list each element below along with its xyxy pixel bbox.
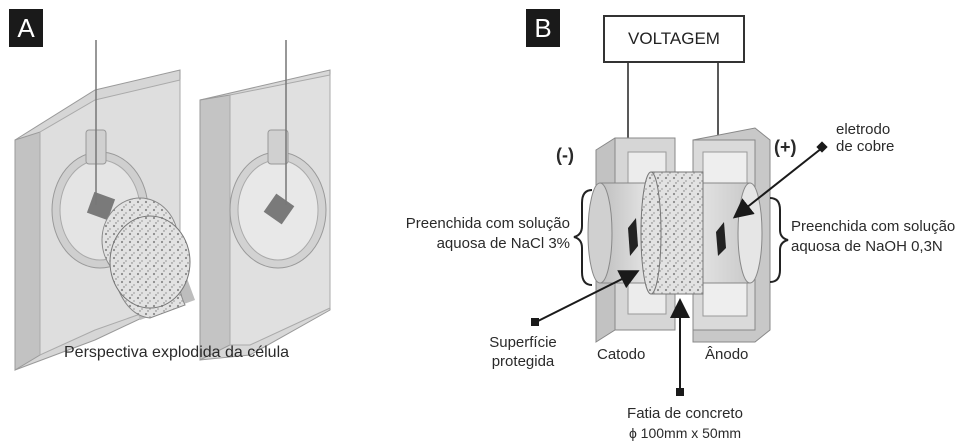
right-fill-label-2: aquosa de NaOH 0,3N (791, 238, 943, 255)
anode-label: Ânodo (705, 346, 749, 363)
electrode-label-1: eletrodo (836, 121, 891, 138)
cathode-label: Catodo (597, 346, 646, 363)
panel-tag-a: A (9, 9, 43, 47)
electrode-pointer-dot (816, 141, 828, 153)
slice-pointer-dot (676, 388, 684, 396)
surface-label-1: Superfície (489, 334, 557, 351)
panel-a-caption: Perspectiva explodida da célula (64, 344, 290, 361)
right-fill-label-1: Preenchida com solução (791, 218, 956, 235)
voltage-box: VOLTAGEM (603, 15, 745, 63)
surface-pointer (535, 270, 640, 323)
anode-electrode (716, 222, 726, 256)
brace-right (769, 197, 789, 283)
minus-sign: (-) (556, 145, 574, 165)
slice-label-2: ϕ 100mm x 50mm (628, 425, 742, 441)
brace-left (573, 189, 593, 286)
concrete-slice-b (587, 171, 763, 295)
surface-pointer-dot (531, 318, 539, 326)
surface-label-2: protegida (491, 353, 555, 370)
cathode-electrode (628, 218, 638, 256)
electrode-pointer (732, 147, 823, 219)
left-fill-label-1: Preenchida com solução (405, 215, 570, 232)
electrode-label-2: de cobre (836, 138, 895, 155)
panel-tag-b: B (526, 9, 560, 47)
plus-sign: (+) (774, 137, 797, 157)
slice-label-1: Fatia de concreto (627, 405, 743, 422)
half-cell-right-a (199, 40, 331, 361)
left-fill-label-2: aquosa de NaCl 3% (436, 235, 570, 252)
concrete-cylinder-a (101, 197, 195, 320)
